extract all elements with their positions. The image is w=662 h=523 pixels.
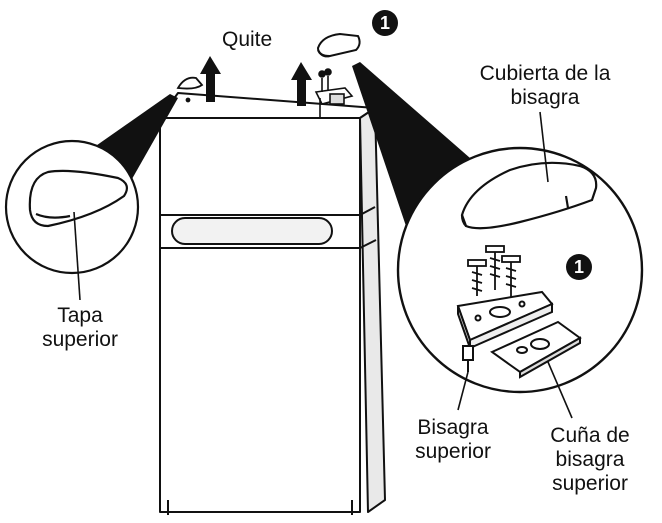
- top-cap-label-line2: superior: [42, 328, 118, 351]
- step-badge-callout: 1: [566, 254, 592, 280]
- hinge-cover-enlarged: [460, 161, 598, 230]
- top-cap-label-line1: Tapa: [57, 304, 103, 327]
- hinge-shim-label-line2: bisagra: [555, 448, 625, 471]
- leader-hinge-shim: [547, 361, 573, 419]
- top-cap-label: Tapa superior: [30, 304, 130, 352]
- top-hinge-plate: [456, 290, 554, 372]
- top-hinge-label: Bisagra superior: [398, 416, 508, 464]
- hinge-cover-label: Cubierta de la bisagra: [450, 62, 640, 110]
- remove-label: Quite: [222, 28, 273, 51]
- top-hinge-label-line1: Bisagra: [417, 416, 489, 439]
- step-badge-top: 1: [372, 10, 398, 36]
- up-arrow-right: [291, 62, 312, 106]
- hinge-cover-lifted: [316, 32, 361, 58]
- hinge-cover-label-line2: bisagra: [510, 86, 580, 109]
- leader-hinge-cover: [539, 111, 549, 183]
- hinge-cover-label-line1: Cubierta de la: [479, 62, 611, 85]
- top-hinge-label-line2: superior: [415, 440, 491, 463]
- callout-circle-right: [396, 146, 644, 394]
- hinge-shim: [490, 320, 582, 379]
- hinge-on-cabinet: [314, 68, 354, 118]
- up-arrow-left: [200, 56, 221, 102]
- top-cap-on-cabinet: [176, 76, 204, 103]
- leader-top-hinge: [457, 371, 469, 411]
- leader-top-cap: [73, 211, 81, 301]
- top-cap-enlarged: [28, 169, 128, 228]
- hinge-shim-label-line3: superior: [552, 472, 628, 495]
- refrigerator-body: [159, 92, 386, 515]
- hinge-shim-label: Cuña de bisagra superior: [530, 424, 650, 496]
- hinge-shim-label-line1: Cuña de: [550, 424, 630, 447]
- hinge-screws: [467, 245, 521, 298]
